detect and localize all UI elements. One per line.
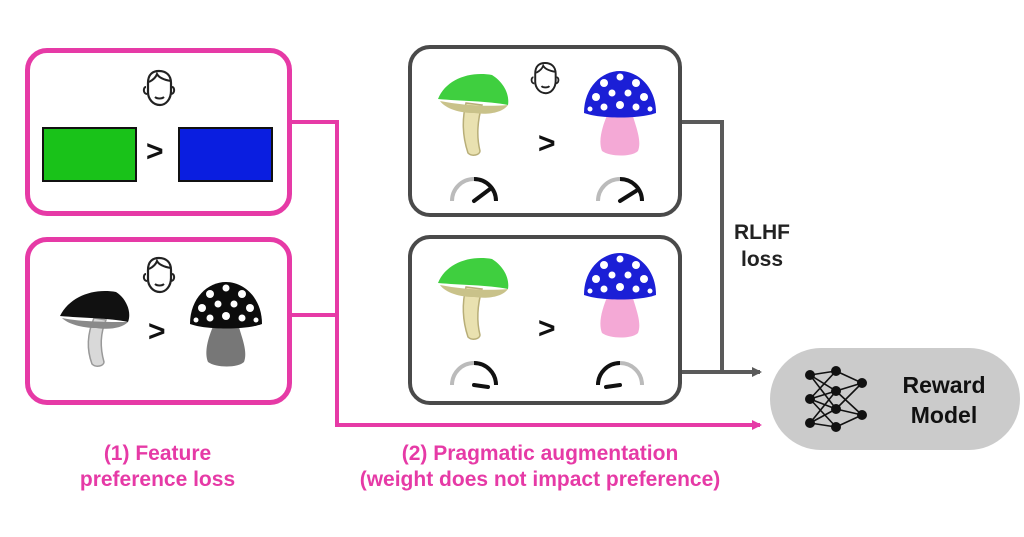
feature-preference-loss-label: (1) Feature preference loss: [50, 441, 265, 493]
mushroom-icon-green: [438, 74, 509, 156]
human-head-icon: [530, 62, 560, 95]
comparison-symbol: >: [538, 127, 556, 160]
reward-model: Reward Model: [770, 348, 1020, 450]
rlhf-loss-label: RLHF loss: [722, 219, 802, 273]
comparison-symbol: >: [538, 312, 556, 345]
reward-model-line1: Reward: [902, 372, 986, 398]
grey-connector: [680, 120, 762, 377]
mushroom-icon-blue: [584, 71, 656, 156]
pragmatic-augmentation-label: (2) Pragmatic augmentation (weight does …: [330, 441, 750, 493]
feature-shape-box: >: [25, 237, 292, 405]
human-head-icon: [142, 69, 176, 107]
speedometer-icon: [596, 361, 644, 389]
human-head-icon: [142, 256, 176, 294]
reward-model-label: Reward Model: [878, 370, 1010, 430]
feature-label-line1: (1) Feature: [103, 442, 212, 465]
feature-color-box: >: [25, 48, 292, 216]
neural-network-icon: [805, 366, 867, 432]
mushroom-icon-blue: [584, 253, 656, 338]
mushroom-icon-bw-spotted: [190, 282, 262, 367]
rlhf-label-line2: loss: [740, 248, 784, 271]
speedometer-icon: [450, 177, 498, 203]
augmentation-label-line1: (2) Pragmatic augmentation: [401, 442, 679, 465]
speedometer-icon: [596, 177, 644, 203]
speedometer-icon: [450, 361, 498, 389]
mushroom-icon-bw-flat: [60, 291, 130, 367]
green-rectangle: [42, 127, 137, 182]
comparison-symbol: >: [146, 135, 164, 168]
blue-rectangle: [178, 127, 273, 182]
augmentation-box-top: >: [408, 45, 682, 217]
mushroom-icon-green: [438, 258, 509, 340]
pink-connector: [290, 120, 762, 430]
reward-model-line2: Model: [910, 402, 978, 428]
augmentation-label-line2: (weight does not impact preference): [359, 468, 721, 491]
comparison-symbol: >: [148, 315, 166, 348]
rlhf-label-line1: RLHF: [734, 221, 790, 244]
augmentation-box-bottom: >: [408, 235, 682, 405]
feature-label-line2: preference loss: [79, 468, 236, 491]
